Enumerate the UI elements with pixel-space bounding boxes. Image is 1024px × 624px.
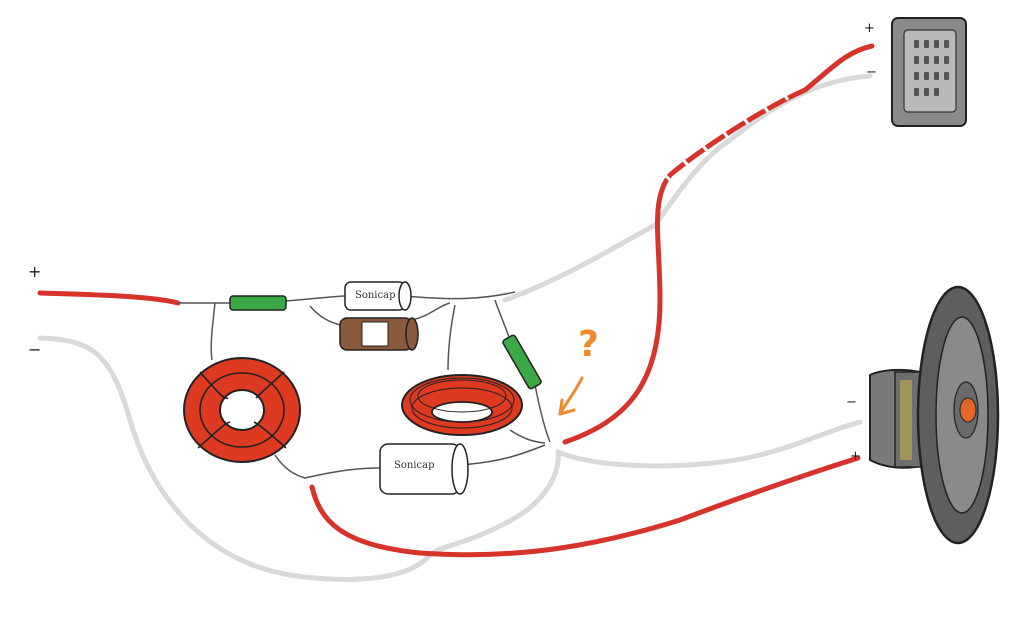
- woofer-negative-wire: [555, 419, 863, 469]
- input-plus-label: +: [28, 262, 42, 281]
- woofer-positive-wire: [309, 455, 861, 558]
- negative-wires: [37, 73, 873, 582]
- woofer-minus-label: −: [846, 395, 857, 410]
- capacitor-top-white: [344, 281, 412, 311]
- tweeter-minus-label: −: [866, 65, 877, 80]
- tweeter: [891, 17, 967, 127]
- capacitor-brown: [339, 317, 419, 351]
- woofer-plus-label: +: [850, 449, 861, 464]
- resistor-diagonal: [502, 334, 542, 390]
- capacitor-bottom-white: [379, 443, 469, 495]
- crossover-wiring: [178, 291, 551, 479]
- input-negative-wire: [37, 335, 561, 582]
- tweeter-negative-wire: [502, 73, 873, 303]
- woofer: [869, 285, 1000, 545]
- tweeter-positive-wire: [562, 43, 875, 445]
- question-mark-annotation: ?: [578, 324, 599, 365]
- twisted-pair-stripes: [660, 85, 790, 184]
- tweeter-plus-label: +: [864, 21, 875, 36]
- inductor-coil-right: [401, 374, 523, 436]
- capacitor-top-label: Sonicap: [355, 290, 396, 301]
- positive-wires: [37, 43, 875, 558]
- input-positive-wire: [37, 290, 181, 306]
- input-minus-label: −: [28, 340, 42, 359]
- inductor-toroid-left: [183, 357, 301, 463]
- resistor-top: [229, 295, 287, 311]
- annotation-arrow: [558, 376, 584, 416]
- capacitor-bottom-label: Sonicap: [394, 460, 435, 471]
